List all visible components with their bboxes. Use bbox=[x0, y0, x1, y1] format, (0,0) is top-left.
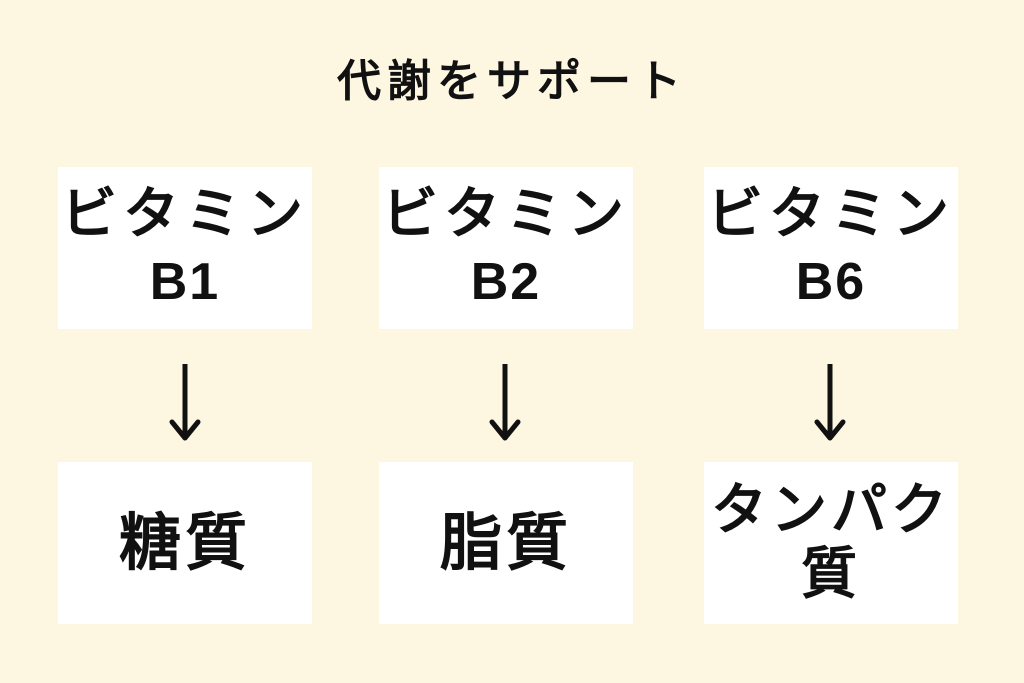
diagram-title: 代謝をサポート bbox=[337, 56, 687, 107]
vitamin-name: ビタミン bbox=[707, 182, 955, 247]
protein-box: タンパク 質 bbox=[704, 462, 958, 624]
carbohydrate-box: 糖質 bbox=[58, 462, 312, 624]
vitamin-b1-box: ビタミン B1 bbox=[58, 167, 312, 329]
target-label: 脂質 bbox=[439, 506, 572, 579]
vitamin-name: ビタミン bbox=[382, 182, 630, 247]
target-label: 糖質 bbox=[118, 506, 251, 579]
arrow-down-icon bbox=[814, 364, 846, 441]
vitamin-code: B2 bbox=[470, 253, 542, 311]
fat-box: 脂質 bbox=[379, 462, 633, 624]
vitamin-code: B6 bbox=[795, 253, 867, 311]
vitamin-b6-box: ビタミン B6 bbox=[704, 167, 958, 329]
vitamin-name: ビタミン bbox=[61, 182, 309, 247]
vitamin-code: B1 bbox=[149, 253, 221, 311]
vitamin-b2-box: ビタミン B2 bbox=[379, 167, 633, 329]
arrow-down-icon bbox=[489, 364, 521, 441]
target-label-line2: 質 bbox=[801, 542, 861, 607]
arrow-down-icon bbox=[169, 364, 201, 441]
target-label-line1: タンパク bbox=[711, 478, 951, 543]
